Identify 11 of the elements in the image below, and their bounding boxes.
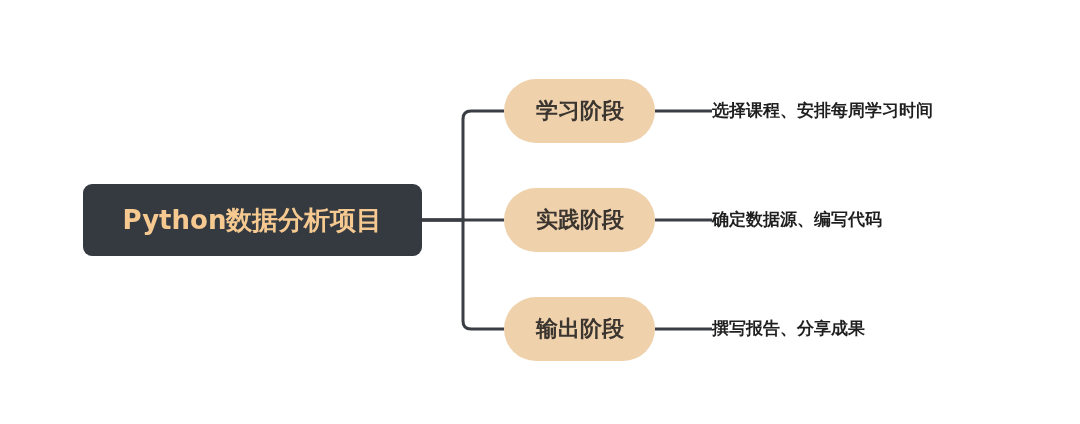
stage-pill: 学习阶段 — [504, 79, 655, 143]
connector-line — [655, 109, 712, 113]
connector-line — [655, 327, 712, 331]
detail-text: 选择课程、安排每周学习时间 — [712, 100, 933, 122]
stage-pill: 实践阶段 — [504, 188, 655, 252]
topic-box: Python数据分析项目 — [83, 184, 422, 256]
connector-line — [655, 218, 712, 222]
detail-text: 确定数据源、编写代码 — [712, 209, 882, 231]
stage-pill: 输出阶段 — [504, 297, 655, 361]
detail-text: 撰写报告、分享成果 — [712, 318, 865, 340]
connector-line — [422, 218, 504, 331]
